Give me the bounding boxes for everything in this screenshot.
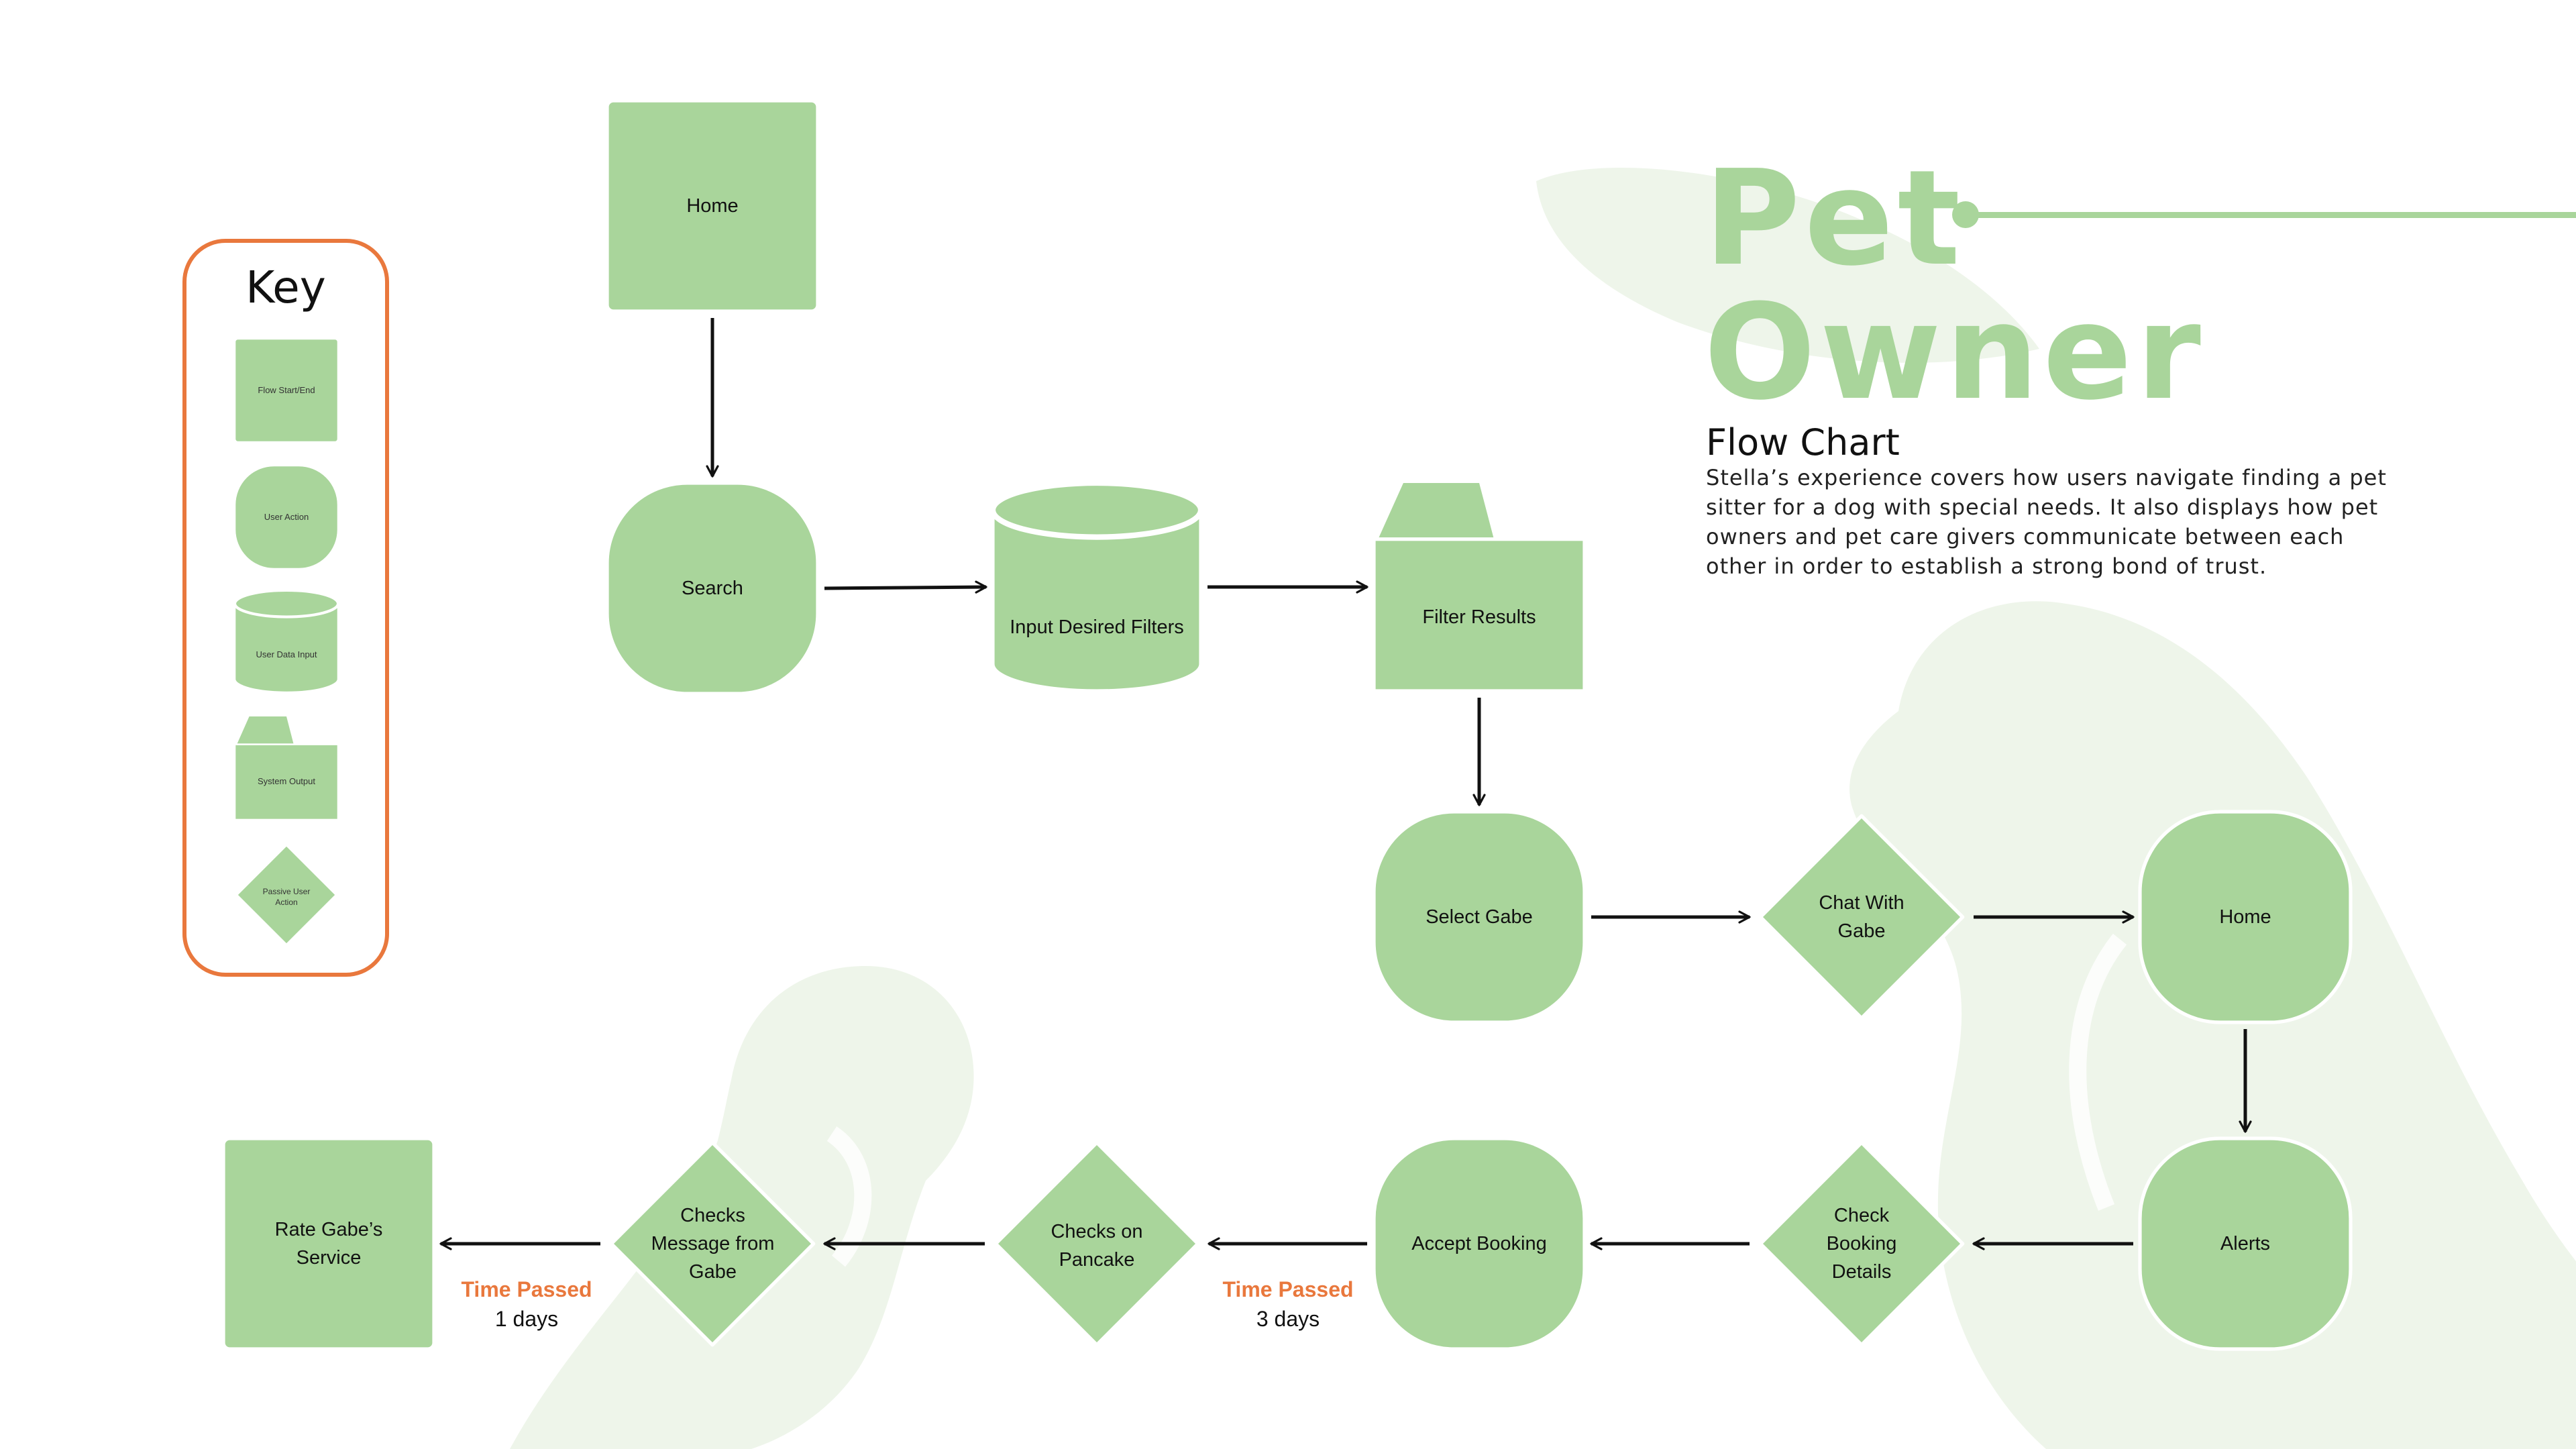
node-accept-booking-label: Accept Booking bbox=[1411, 1233, 1547, 1254]
node-search-label: Search bbox=[682, 578, 743, 599]
node-home-2: Home bbox=[2140, 812, 2351, 1022]
title-pet: Pet bbox=[1704, 142, 1965, 295]
node-check-booking-label: Check Booking Details bbox=[1826, 1205, 1897, 1283]
parrot-large-watermark bbox=[1849, 601, 2576, 1449]
node-home-start: Home bbox=[607, 101, 818, 311]
node-shape-select-gabe bbox=[1372, 810, 1587, 1024]
node-home-start-label: Home bbox=[686, 195, 739, 217]
node-shape-home-start bbox=[605, 99, 820, 313]
node-checks-message: Checks Message from Gabe bbox=[647, 1167, 778, 1320]
title-line-decoration bbox=[1952, 201, 2576, 228]
node-shape-alerts bbox=[2138, 1136, 2353, 1351]
key-label-system-output: System Output bbox=[258, 776, 315, 786]
node-shape-rate-service bbox=[221, 1136, 436, 1351]
node-shape-home-2 bbox=[2138, 810, 2353, 1024]
node-shape-input-filters bbox=[989, 480, 1204, 693]
node-input-filters-label: Input Desired Filters bbox=[1010, 616, 1184, 638]
key-label-user-action: User Action bbox=[264, 512, 309, 522]
node-rate-service: Rate Gabe’s Service bbox=[241, 1138, 416, 1349]
key-label-passive-user-action: Passive User Action bbox=[262, 887, 311, 907]
time-note-3-days: Time Passed 3 days bbox=[1181, 1275, 1395, 1334]
key-label-user-data-input: User Data Input bbox=[256, 649, 317, 659]
time-passed-label: Time Passed bbox=[461, 1277, 592, 1301]
feather-watermark bbox=[1536, 168, 2039, 363]
key-shape-folder bbox=[233, 716, 339, 821]
node-checks-pancake-label: Checks on Pancake bbox=[1051, 1221, 1143, 1271]
time-note-1-days: Time Passed 1 days bbox=[419, 1275, 634, 1334]
time-duration-label: 3 days bbox=[1256, 1307, 1320, 1331]
nodes-layer bbox=[221, 99, 2353, 1351]
node-shape-check-booking bbox=[1758, 1140, 1965, 1347]
key-shape-diamond bbox=[235, 844, 337, 946]
node-shape-accept-booking bbox=[1372, 1136, 1587, 1351]
node-checks-message-label: Checks Message from Gabe bbox=[651, 1205, 775, 1283]
node-accept-booking: Accept Booking bbox=[1374, 1138, 1585, 1349]
node-filter-results: Filter Results bbox=[1375, 543, 1583, 691]
node-chat-gabe: Chat With Gabe bbox=[1778, 845, 1945, 989]
node-shape-search bbox=[605, 481, 820, 696]
node-alerts-label: Alerts bbox=[2220, 1233, 2271, 1254]
edge-search-to-input-filters bbox=[824, 580, 987, 594]
node-check-booking: Check Booking Details bbox=[1791, 1167, 1932, 1320]
description-text: Stella’s experience covers how users nav… bbox=[1706, 465, 2387, 579]
node-alerts: Alerts bbox=[2140, 1138, 2351, 1349]
node-shape-checks-message bbox=[609, 1140, 816, 1347]
node-rate-service-label: Rate Gabe’s Service bbox=[274, 1219, 383, 1269]
edges-layer bbox=[439, 318, 2252, 1250]
key-label-flow-start-end: Flow Start/End bbox=[258, 385, 315, 395]
node-chat-gabe-label: Chat With Gabe bbox=[1819, 892, 1904, 942]
key-shapes-layer bbox=[233, 337, 340, 946]
key-title: Key bbox=[246, 262, 326, 313]
key-shape-rounded bbox=[233, 464, 339, 570]
node-shape-checks-pancake bbox=[994, 1140, 1200, 1347]
subtitle-flow-chart: Flow Chart bbox=[1706, 421, 1900, 464]
time-passed-label: Time Passed bbox=[1222, 1277, 1354, 1301]
node-checks-pancake: Checks on Pancake bbox=[1033, 1174, 1161, 1318]
key-shape-cylinder bbox=[233, 588, 340, 694]
title-owner: Owner bbox=[1704, 276, 2205, 429]
node-search: Search bbox=[607, 483, 818, 694]
node-home-2-label: Home bbox=[2219, 906, 2271, 928]
time-duration-label: 1 days bbox=[494, 1307, 559, 1331]
node-filter-results-label: Filter Results bbox=[1422, 606, 1536, 628]
node-shape-filter-results bbox=[1372, 483, 1587, 693]
node-select-gabe-label: Select Gabe bbox=[1426, 906, 1533, 928]
node-select-gabe: Select Gabe bbox=[1374, 812, 1585, 1022]
node-shape-chat-gabe bbox=[1758, 814, 1965, 1020]
node-input-filters: Input Desired Filters bbox=[1006, 537, 1187, 704]
key-panel bbox=[182, 239, 389, 977]
key-shape-rect bbox=[233, 337, 339, 443]
